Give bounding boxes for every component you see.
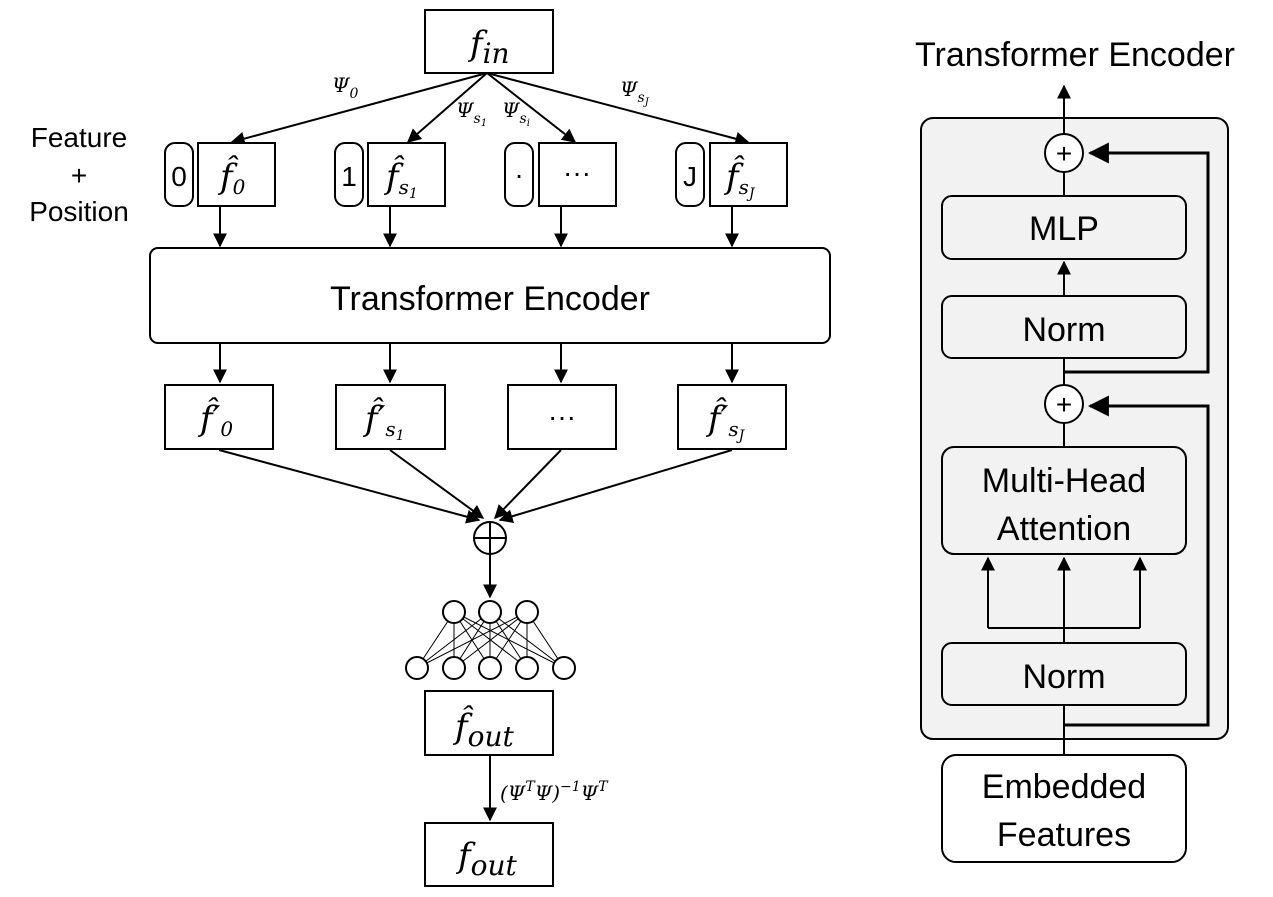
transformer-encoder-block: Transformer Encoder bbox=[149, 247, 831, 344]
f-in-sub: in bbox=[483, 37, 510, 70]
token-feature: ··· bbox=[563, 157, 591, 188]
psi-sj-label: ΨsJ bbox=[620, 77, 650, 108]
svg-text:···: ··· bbox=[548, 401, 576, 432]
psi-s1-label: Ψs1 bbox=[456, 98, 487, 129]
position-index: J bbox=[683, 161, 697, 192]
sum-node bbox=[473, 521, 507, 555]
output-token-1: f̂′s1 bbox=[335, 384, 446, 450]
embedded-features-block: Embedded Features bbox=[941, 754, 1187, 863]
qkv-arrows bbox=[981, 556, 1147, 643]
svg-text:Embedded: Embedded bbox=[982, 768, 1146, 806]
svg-text:f̂out: f̂out bbox=[452, 705, 514, 753]
output-token-j: f̂′sJ bbox=[677, 384, 787, 450]
svg-text:f̂′sJ: f̂′sJ bbox=[705, 397, 746, 444]
encoder-detail-container bbox=[920, 117, 1229, 740]
psi-si-label: Ψsi bbox=[502, 98, 530, 129]
svg-text:Multi-Head: Multi-Head bbox=[982, 462, 1146, 500]
svg-text:Position: Position bbox=[29, 196, 129, 227]
svg-text:Norm: Norm bbox=[1022, 311, 1105, 349]
position-index: · bbox=[514, 159, 523, 190]
svg-text:+: + bbox=[1056, 389, 1072, 420]
encoder-label: Transformer Encoder bbox=[330, 280, 650, 318]
input-feature-node: fin bbox=[424, 9, 554, 74]
encoder-detail-title: Transformer Encoder bbox=[915, 36, 1235, 74]
svg-text:f̂′s1: f̂′s1 bbox=[362, 397, 405, 444]
token-i: · ··· bbox=[504, 142, 617, 207]
svg-text:Feature: Feature bbox=[31, 122, 128, 153]
norm-block-top: Norm bbox=[941, 295, 1187, 359]
residual-add-middle: + bbox=[1044, 384, 1084, 424]
aggregation-arrows bbox=[218, 449, 733, 524]
svg-text:Features: Features bbox=[997, 816, 1131, 854]
token-0: 0 f̂0 bbox=[164, 142, 276, 207]
split-arrows bbox=[230, 72, 750, 146]
token-1: 1 f̂s1 bbox=[334, 142, 446, 207]
mlp-block: MLP bbox=[941, 195, 1187, 260]
projection-label: (ΨTΨ)−1ΨT bbox=[500, 779, 609, 805]
position-index: 0 bbox=[171, 161, 187, 192]
psi-0-label: Ψ0 bbox=[332, 73, 359, 102]
svg-text:+: + bbox=[71, 160, 87, 191]
encoder-output-arrows bbox=[213, 343, 739, 384]
svg-text:MLP: MLP bbox=[1029, 210, 1099, 248]
svg-text:+: + bbox=[1056, 138, 1072, 169]
residual-add-top: + bbox=[1044, 133, 1084, 173]
encoder-input-arrows bbox=[213, 206, 739, 248]
feature-position-label: Feature + Position bbox=[29, 122, 129, 227]
multi-head-attention-block: Multi-Head Attention bbox=[941, 446, 1187, 555]
svg-text:f̂′0: f̂′0 bbox=[197, 397, 233, 441]
token-j: J f̂sJ bbox=[675, 142, 788, 207]
f-out-node: fout bbox=[424, 822, 554, 887]
output-token-0: f̂′0 bbox=[164, 384, 274, 450]
svg-text:Attention: Attention bbox=[997, 510, 1131, 548]
output-token-i: ··· bbox=[507, 384, 617, 450]
norm-block-bottom: Norm bbox=[941, 642, 1187, 706]
f-out-hat-node: f̂out bbox=[424, 690, 554, 756]
mlp-network-icon bbox=[405, 600, 576, 680]
residual-connections bbox=[1064, 142, 1210, 727]
svg-text:Norm: Norm bbox=[1022, 658, 1105, 696]
position-index: 1 bbox=[341, 161, 357, 192]
